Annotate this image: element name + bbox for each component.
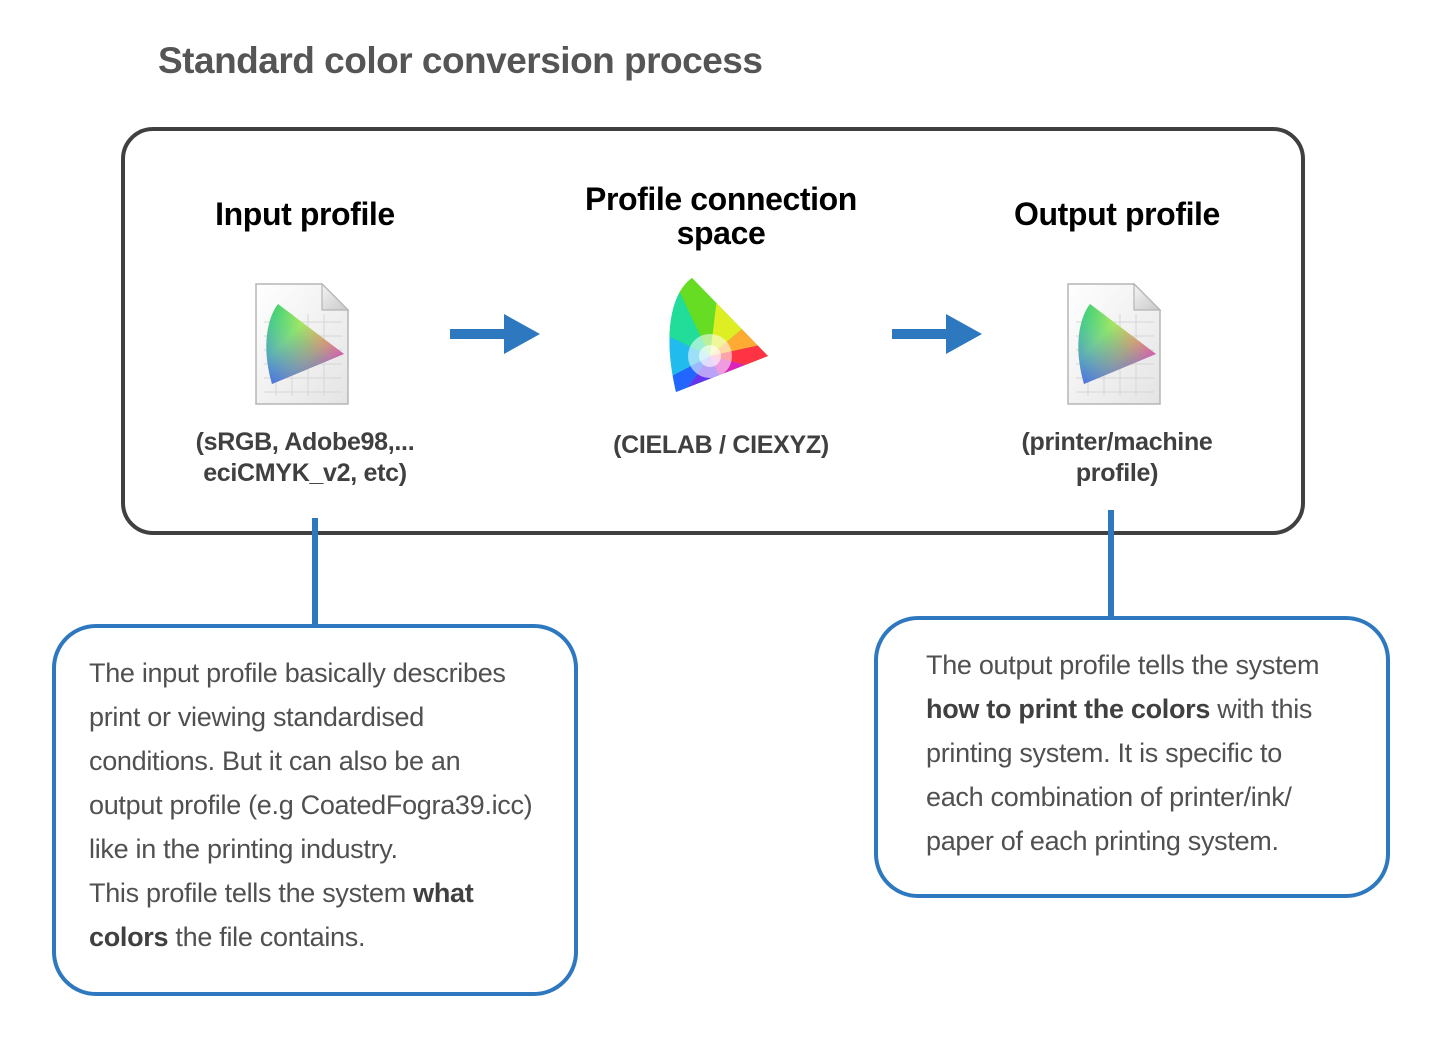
output-profile-heading: Output profile xyxy=(1014,196,1220,232)
input-profile-note xyxy=(52,624,578,996)
note-line: output profile (e.g CoatedFogra39.icc) xyxy=(89,790,533,820)
input-caption-line2: eciCMYK_v2, etc) xyxy=(203,459,407,487)
output-profile-caption: (printer/machine profile) xyxy=(967,427,1267,489)
input-caption-line1: (sRGB, Adobe98,... xyxy=(195,428,415,456)
input-profile-caption: (sRGB, Adobe98,... eciCMYK_v2, etc) xyxy=(165,427,445,489)
note-line: paper of each printing system. xyxy=(926,826,1279,856)
arrow-right-icon xyxy=(892,314,982,354)
note-line: print or viewing standardised xyxy=(89,702,424,732)
color-profile-document-icon xyxy=(255,282,350,405)
output-profile-note-text: The output profile tells the system how … xyxy=(926,643,1320,863)
input-profile-heading: Input profile xyxy=(215,196,395,232)
note-emphasis: colors xyxy=(89,922,169,952)
note-text-span: the file contains. xyxy=(168,922,366,952)
note-line: conditions. But it can also be an xyxy=(89,746,461,776)
note-text-span: with this xyxy=(1210,694,1313,724)
output-caption-line2: profile) xyxy=(1075,459,1159,487)
pcs-heading-line2: space xyxy=(676,215,766,251)
pcs-caption: (CIELAB / CIEXYZ) xyxy=(613,431,829,459)
pcs-heading-line1: Profile connection xyxy=(585,181,857,217)
note-line: printing system. It is specific to xyxy=(926,738,1282,768)
note-line: The input profile basically describes xyxy=(89,658,506,688)
chromaticity-gamut-icon xyxy=(669,278,769,392)
page-title: Standard color conversion process xyxy=(158,40,763,81)
color-profile-document-icon xyxy=(1067,282,1162,405)
process-frame xyxy=(121,127,1305,535)
input-profile-note-text: The input profile basically describes pr… xyxy=(89,651,533,959)
note-line: like in the printing industry. xyxy=(89,834,398,864)
note-emphasis: what xyxy=(413,878,474,908)
note-line: The output profile tells the system xyxy=(926,650,1320,680)
note-line: colors the file contains. xyxy=(89,915,532,959)
note-text-span: This profile tells the system xyxy=(89,878,414,908)
note-line: This profile tells the system what xyxy=(89,871,532,915)
note-line: how to print the colors with this xyxy=(926,687,1319,731)
output-caption-line1: (printer/machine xyxy=(1021,428,1213,456)
output-note-connector xyxy=(1108,510,1114,620)
output-profile-note xyxy=(874,616,1390,898)
note-emphasis: how to print the colors xyxy=(926,694,1211,724)
input-note-connector xyxy=(312,518,318,628)
arrow-right-icon xyxy=(450,314,540,354)
pcs-heading: Profile connection space xyxy=(561,182,881,250)
note-line: each combination of printer/ink/ xyxy=(926,782,1292,812)
